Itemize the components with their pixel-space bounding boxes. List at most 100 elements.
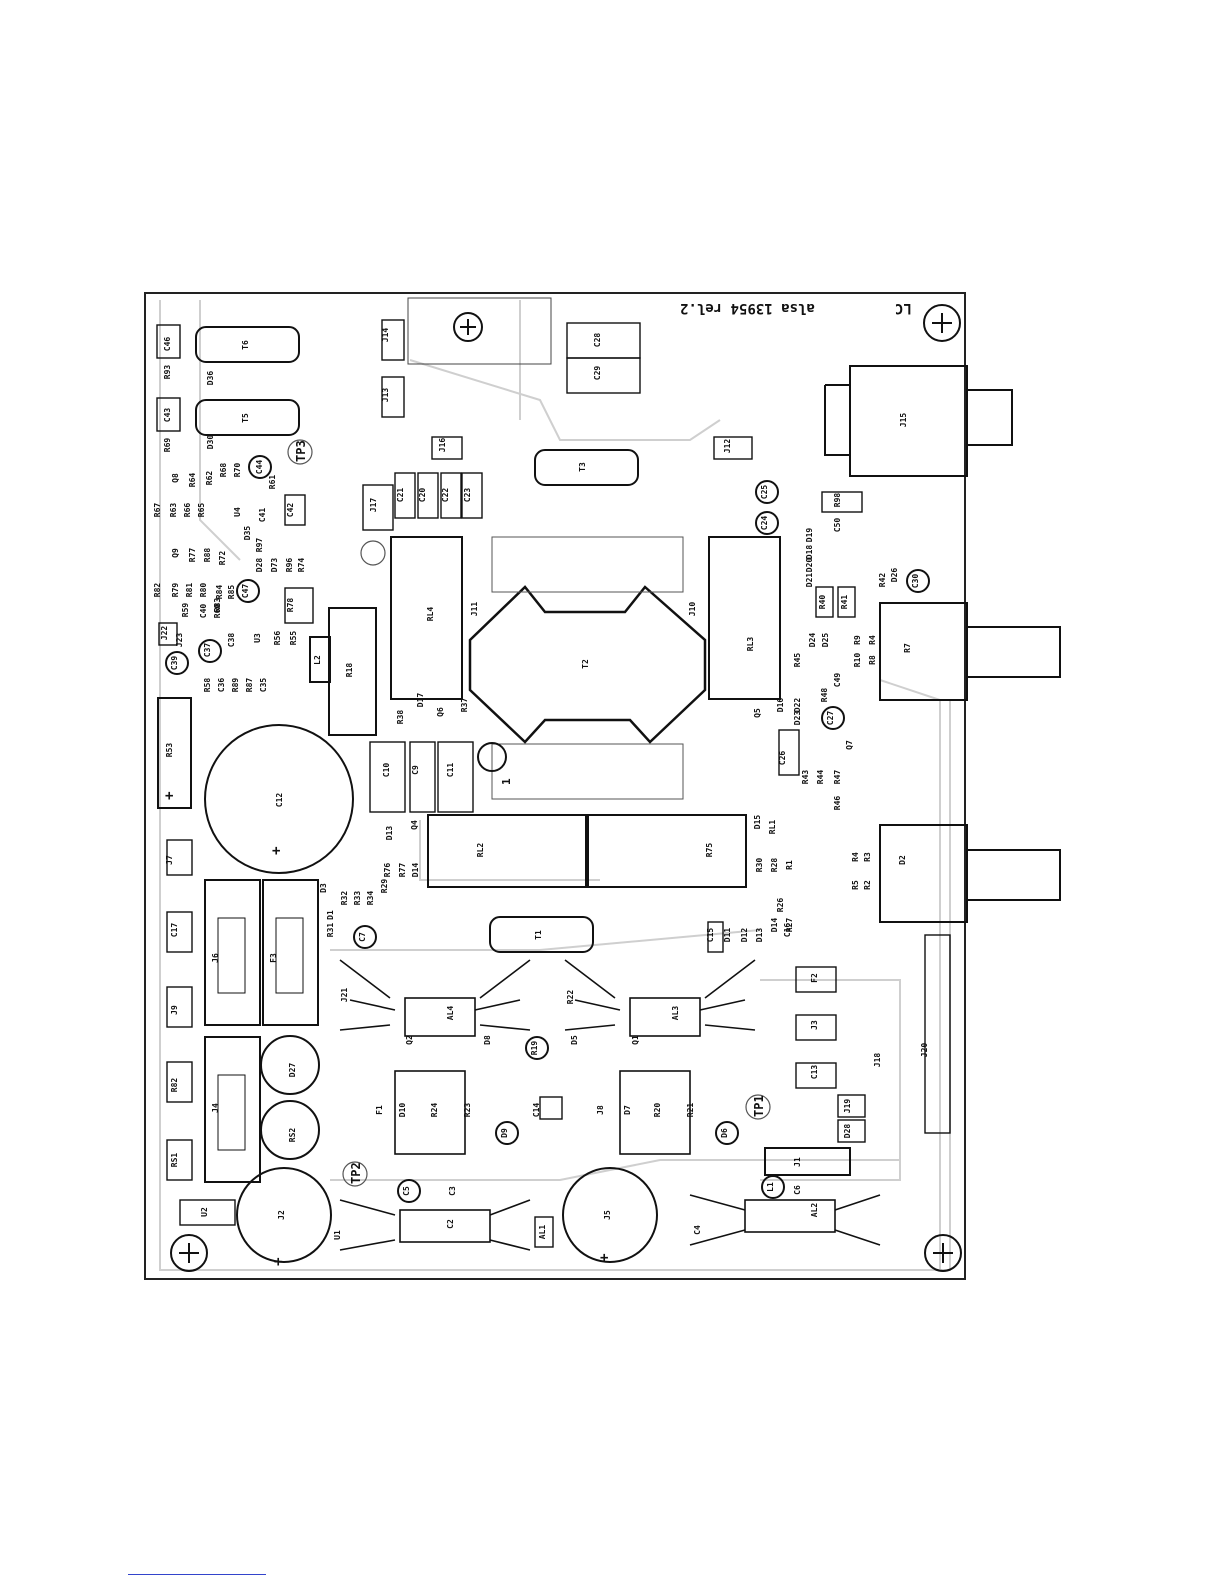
component-ref-t5: T5 [241,413,250,423]
component-ref-c36: C36 [217,678,226,693]
component-ref-d22: D22 [793,698,802,713]
silkscreen-title: alsa 13954 rel.2 [680,300,815,316]
component-ref-u3: U3 [253,633,262,643]
component-ref-c16: C16 [783,923,792,938]
component-ref-r85: R85 [227,585,236,600]
pin1-marker [477,742,507,772]
component-ref-r37: R37 [460,698,469,713]
component-ref-j7: J7 [165,855,174,865]
component-ref-f1: F1 [375,1105,384,1115]
component-ref-d73: D73 [270,558,279,573]
inductors-transformers [157,326,851,1176]
component-ref-r55: R55 [289,631,298,646]
component-ref-d16: D16 [776,698,785,713]
component-ref-t3: T3 [578,462,587,472]
component-ref-r88: R88 [203,548,212,563]
component-ref-c7: C7 [358,932,367,942]
test-point-tp3: TP3 [294,440,308,462]
component-ref-d28: D28 [843,1124,852,1139]
component-ref-d11: D11 [723,928,732,943]
component-ref-c44: C44 [255,460,264,475]
component-ref-r22: R22 [566,990,575,1005]
component-ref-c29: C29 [593,366,602,381]
component-ref-c11: C11 [446,763,455,778]
component-ref-r10: R10 [853,653,862,668]
component-ref-u1: U1 [333,1230,342,1240]
component-ref-f2: F2 [810,973,819,983]
component-ref-j21: J21 [340,988,349,1003]
component-ref-r98: R98 [833,493,842,508]
test-point-tp1: TP1 [752,1095,766,1117]
component-ref-r62: R62 [205,471,214,486]
component-ref-d3: D3 [319,883,328,893]
component-ref-r24: R24 [430,1103,439,1118]
component-ref-r53: R53 [165,743,174,758]
component-ref-r31: R31 [326,923,335,938]
fuses [204,879,319,1183]
component-ref-c14: C14 [532,1103,541,1118]
component-ref-j9: J9 [170,1005,179,1015]
j14-housing [407,297,552,365]
component-ref-r83: R83 [213,598,222,613]
component-ref-c41: C41 [258,508,267,523]
component-ref-d28: D28 [255,558,264,573]
component-ref-r96: R96 [285,558,294,573]
component-ref-c30: C30 [911,574,920,589]
pin-one-label: 1 [500,778,513,785]
polarity-mark-c1: + [274,1254,282,1270]
component-ref-r1: R1 [785,860,794,870]
component-ref-j20: J20 [920,1043,929,1058]
component-ref-r29: R29 [380,879,389,894]
board-outline [144,292,966,1280]
component-ref-c37: C37 [203,643,212,658]
smd-pads [156,319,951,1248]
component-ref-r46: R46 [833,796,842,811]
component-ref-rl2: RL2 [476,843,485,858]
component-ref-j1: J1 [793,1157,802,1167]
component-ref-c10: C10 [382,763,391,778]
component-ref-j23: J23 [175,633,184,648]
component-ref-d17: D17 [416,693,425,708]
component-ref-r32: R32 [340,891,349,906]
component-ref-c21: C21 [396,488,405,503]
component-ref-r59: R59 [181,603,190,618]
component-ref-d27: D27 [288,1063,297,1078]
component-ref-r79: R79 [171,583,180,598]
component-ref-d12: D12 [740,928,749,943]
component-ref-r82: R82 [170,1078,179,1093]
component-ref-d23: D23 [793,711,802,726]
component-ref-r93: R93 [163,365,172,380]
component-ref-j17: J17 [369,498,378,513]
component-ref-c5: C5 [402,1186,411,1196]
component-ref-c15: C15 [706,928,715,943]
component-ref-d6: D6 [720,1128,729,1138]
component-ref-r69: R69 [163,438,172,453]
component-ref-rs2: RS2 [288,1128,297,1143]
copper-traces [159,300,951,1271]
component-ref-q7: Q7 [845,740,854,750]
component-ref-c6: C6 [793,1185,802,1195]
component-ref-r61: R61 [268,475,277,490]
big-caps [204,724,658,1263]
component-ref-c4: C4 [693,1225,702,1235]
component-ref-r65: R65 [197,503,206,518]
component-ref-r77: R77 [398,863,407,878]
component-ref-c20: C20 [418,488,427,503]
component-ref-c27: C27 [826,711,835,726]
component-ref-j12: J12 [723,439,732,454]
component-ref-c12: C12 [275,793,284,808]
component-ref-j15: J15 [899,413,908,428]
component-ref-c25: C25 [760,485,769,500]
component-ref-r8: R8 [868,655,877,665]
component-ref-d36: D36 [206,371,215,386]
component-ref-r20: R20 [653,1103,662,1118]
component-ref-r72: R72 [218,551,227,566]
component-ref-r66: R66 [183,503,192,518]
component-ref-r97: R97 [255,538,264,553]
component-ref-d7: D7 [623,1105,632,1115]
component-ref-d10: D10 [398,1103,407,1118]
footer-link-underline [128,1574,266,1575]
component-ref-d2: D2 [898,855,907,865]
component-ref-d9: D9 [500,1128,509,1138]
